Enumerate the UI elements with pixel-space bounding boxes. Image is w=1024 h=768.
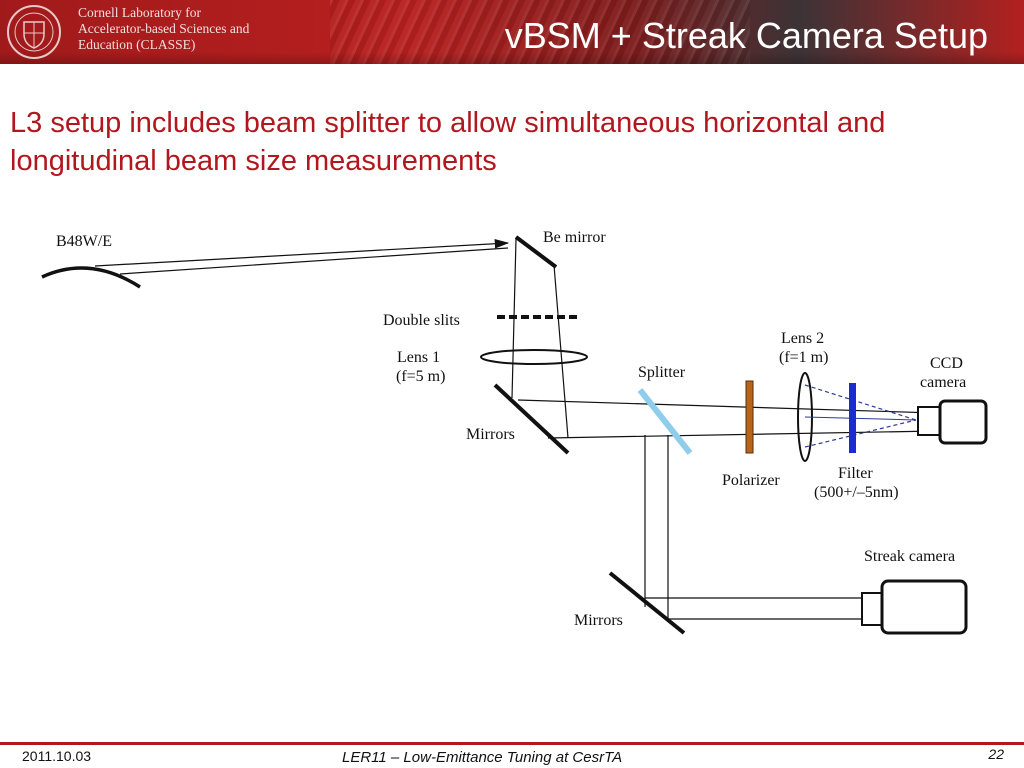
be-mirror <box>514 235 558 269</box>
label-splitter: Splitter <box>638 364 686 381</box>
label-be-mirror: Be mirror <box>543 229 606 246</box>
footer-title: LER11 – Low-Emittance Tuning at CesrTA <box>342 749 623 766</box>
optical-setup-diagram: B48W/E Be mirror Double slits Lens 1 (f=… <box>41 229 988 635</box>
mirror-lower <box>608 571 686 635</box>
org-name-line-3: Education (CLASSE) <box>78 37 196 52</box>
slide-subtitle: L3 setup includes beam splitter to allow… <box>10 107 886 177</box>
label-streak-camera: Streak camera <box>864 548 955 565</box>
footer-divider <box>0 742 1024 745</box>
label-filter-range: (500+/–5nm) <box>814 484 899 501</box>
slide-title: vBSM + Streak Camera Setup <box>504 15 988 56</box>
label-lens-1: Lens 1 <box>397 349 440 366</box>
cornell-seal-logo <box>7 5 61 59</box>
label-mirrors-lower: Mirrors <box>574 612 623 629</box>
header-texture <box>330 0 750 64</box>
label-source: B48W/E <box>56 233 112 250</box>
org-name-line-1: Cornell Laboratory for <box>78 5 201 20</box>
label-filter: Filter <box>838 465 873 482</box>
ccd-camera-lens <box>917 406 941 436</box>
label-lens-2: Lens 2 <box>781 330 824 347</box>
page-number: 22 <box>988 746 1004 762</box>
incoming-ray-top <box>94 238 510 267</box>
lens-1 <box>480 349 588 365</box>
mirror-upper <box>493 383 570 455</box>
source-arc <box>41 266 141 289</box>
streak-camera-body <box>880 579 968 635</box>
streak-camera-lens <box>861 592 883 626</box>
slide-header: Cornell Laboratory for Accelerator-based… <box>0 0 1024 64</box>
footer-date: 2011.10.03 <box>22 748 92 764</box>
label-lens-2-focal: (f=1 m) <box>779 349 828 366</box>
polarizer <box>745 380 754 454</box>
label-ccd-line-2: camera <box>920 374 966 391</box>
label-mirrors-upper: Mirrors <box>466 426 515 443</box>
org-name-line-2: Accelerator-based Sciences and <box>78 21 250 36</box>
label-lens-1-focal: (f=5 m) <box>396 368 445 385</box>
label-polarizer: Polarizer <box>722 472 780 489</box>
filter <box>849 383 856 453</box>
ccd-camera-body <box>938 399 988 445</box>
beam-splitter <box>637 388 693 455</box>
incoming-ray-bottom <box>119 247 509 275</box>
label-double-slits: Double slits <box>383 312 460 329</box>
label-ccd-line-1: CCD <box>930 355 963 372</box>
